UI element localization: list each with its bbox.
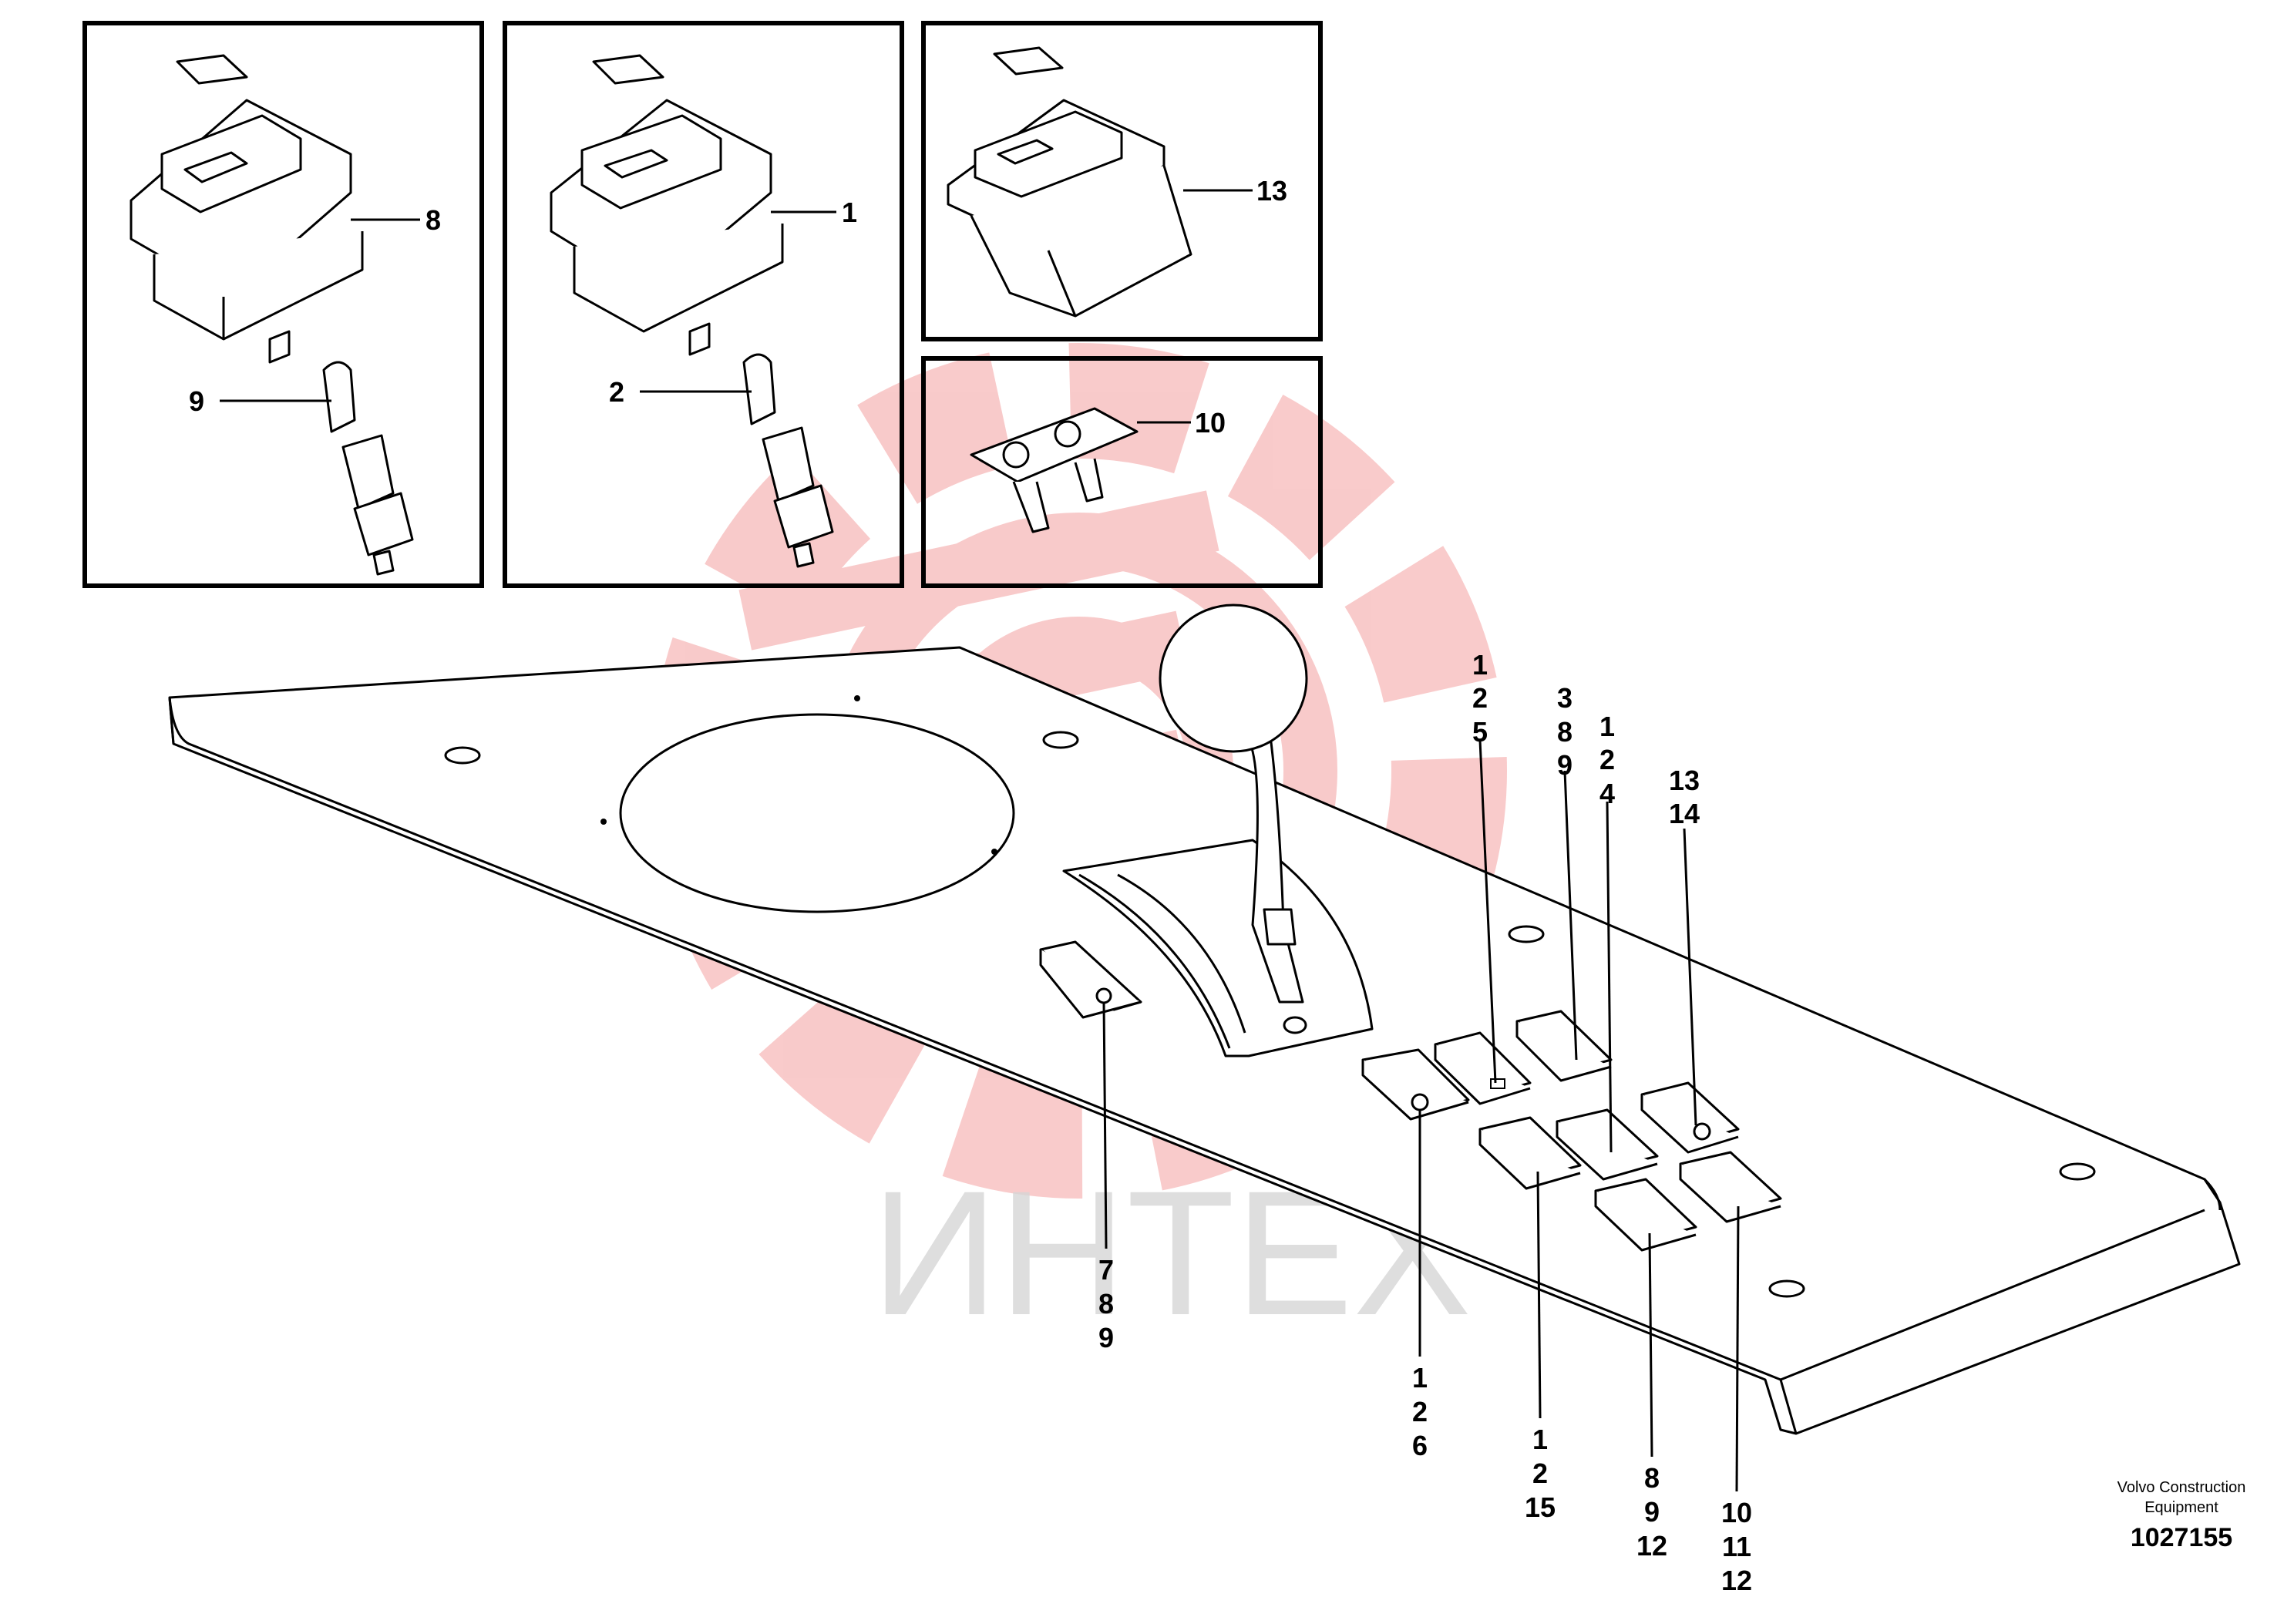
callout-1314-line2: 14 (1669, 798, 1700, 829)
switch-15 (1478, 1116, 1582, 1190)
switch-left (1039, 940, 1142, 1019)
callout-101112-line2: 11 (1722, 1531, 1751, 1562)
label-10: 10 (1195, 407, 1226, 439)
callout-1314-line1: 13 (1669, 765, 1700, 796)
detail-box-indicator-10 (921, 356, 1323, 588)
callout-789-line1: 7 (1098, 1254, 1114, 1286)
gear-knob (1159, 604, 1308, 753)
callout-125-line2: 2 (1472, 682, 1488, 714)
detail-box-switch-13 (921, 21, 1323, 341)
callout-125-line3: 5 (1472, 716, 1488, 748)
callout-124: 1 2 4 (1599, 711, 1615, 809)
switch-6 (1361, 1048, 1470, 1121)
callout-125-line1: 1 (1472, 649, 1488, 681)
callout-126-line3: 6 (1412, 1430, 1428, 1461)
callout-126: 1 2 6 (1412, 1362, 1428, 1461)
callout-126-line2: 2 (1412, 1396, 1428, 1427)
callout-789: 7 8 9 (1098, 1254, 1114, 1353)
callout-leaders (1102, 739, 1740, 1492)
callout-101112-line1: 10 (1721, 1497, 1752, 1528)
label-9: 9 (189, 385, 204, 417)
callout-389-line2: 8 (1557, 716, 1572, 748)
console-panel (168, 646, 2241, 1435)
callout-1215-line2: 2 (1532, 1458, 1548, 1489)
switch-12a (1594, 1178, 1697, 1252)
label-1: 1 (842, 197, 857, 228)
callout-389-line1: 3 (1557, 682, 1572, 714)
callout-789-line3: 9 (1098, 1322, 1114, 1353)
callout-1215-line1: 1 (1532, 1424, 1548, 1455)
manufacturer-credit-line1: Volvo Construction (2117, 1479, 2246, 1496)
gear-lever (1062, 604, 1374, 1057)
callout-1215-line3: 15 (1525, 1491, 1556, 1523)
callout-8912-line1: 8 (1644, 1462, 1660, 1494)
callout-125: 1 2 5 (1472, 649, 1488, 748)
callout-1314: 13 14 (1669, 765, 1700, 829)
switch-4 (1556, 1108, 1659, 1181)
switch-12b (1679, 1151, 1782, 1223)
console-switches (1039, 940, 1782, 1252)
callout-124-line2: 2 (1599, 744, 1615, 775)
detail-box-switch-1 (503, 21, 904, 588)
console-opening (619, 713, 1015, 913)
callout-101112: 10 11 12 (1721, 1497, 1752, 1596)
callout-1215: 1 2 15 (1525, 1424, 1556, 1523)
callout-8912-line2: 9 (1644, 1496, 1660, 1528)
drawing-number: 1027155 (2130, 1523, 2233, 1552)
callout-124-line3: 4 (1599, 778, 1615, 809)
manufacturer-credit-line2: Equipment (2144, 1499, 2218, 1516)
callout-124-line1: 1 (1599, 711, 1615, 742)
callout-389: 3 8 9 (1557, 682, 1572, 781)
callout-101112-line3: 12 (1721, 1565, 1752, 1596)
callout-8912: 8 9 12 (1636, 1462, 1667, 1562)
callout-126-line1: 1 (1412, 1362, 1428, 1394)
callout-8912-line3: 12 (1636, 1530, 1667, 1562)
switch-5 (1434, 1031, 1532, 1105)
switch-14 (1640, 1081, 1740, 1154)
label-13: 13 (1256, 175, 1287, 207)
callout-389-line3: 9 (1557, 749, 1572, 781)
label-2: 2 (609, 376, 624, 408)
callout-789-line2: 8 (1098, 1288, 1114, 1320)
label-8: 8 (426, 204, 441, 236)
detail-box-switch-8 (82, 21, 484, 588)
